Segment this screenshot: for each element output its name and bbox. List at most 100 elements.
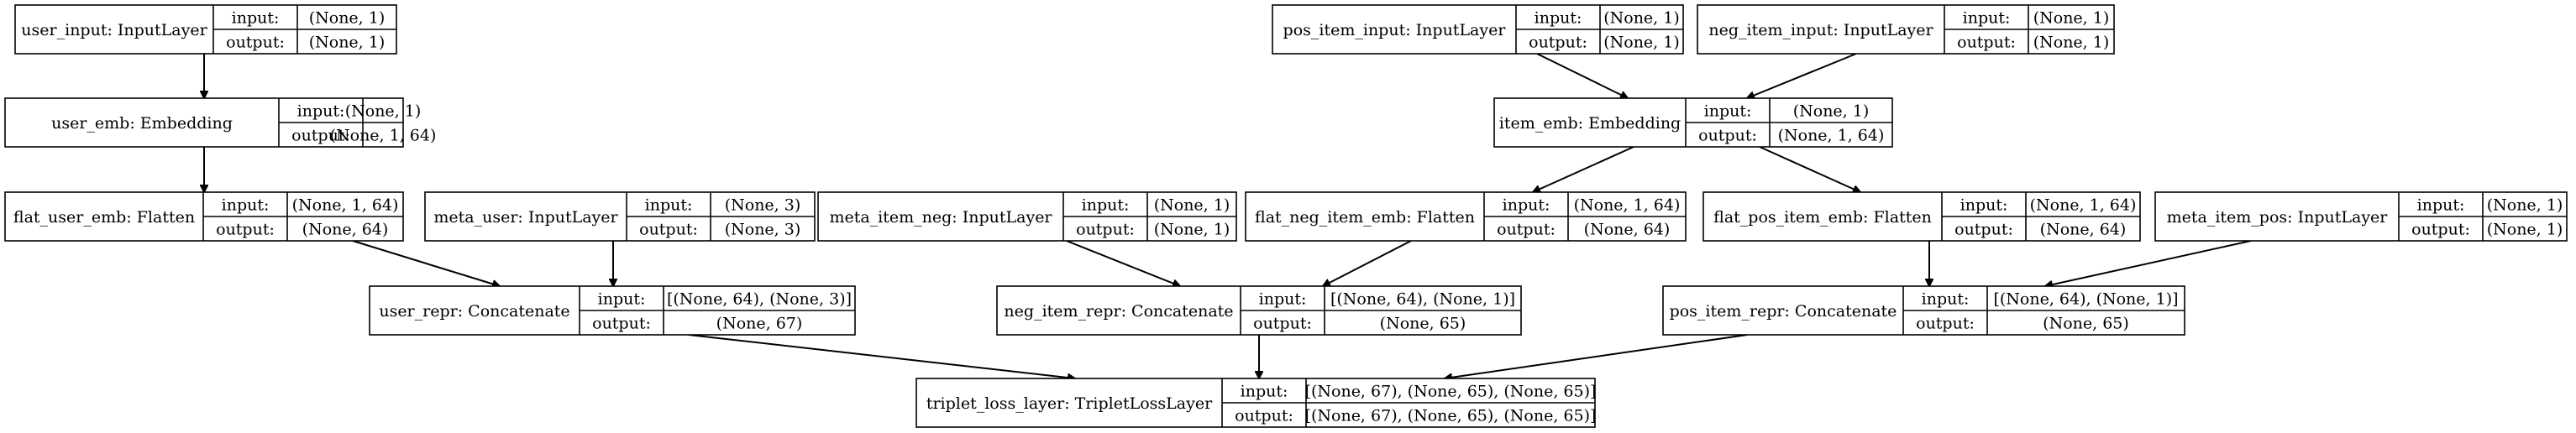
port-output-label: output: [2411, 221, 2470, 239]
port-input-label: input: [1503, 196, 1550, 215]
layer-node-user-input: user_input: InputLayer input: output: (None… [14, 4, 397, 55]
node-label: neg_item_repr: Concatenate [1004, 302, 1233, 321]
node-label: item_emb: Embedding [1499, 114, 1681, 133]
input-shape-value: (None, 1, 64) [2030, 196, 2137, 215]
port-output-label: output: [1529, 34, 1587, 52]
input-shape-value: (None, 1, 64) [1574, 196, 1681, 215]
output-shape-value: (None, 3) [725, 221, 801, 239]
output-shape-value: (None, 1) [2487, 221, 2563, 239]
port-output-label: output: [1916, 315, 1975, 333]
layer-node-triplet-loss-layer: triplet_loss_layer: TripletLossLayer inpu… [916, 378, 1597, 428]
edge-flat-neg-item-emb-to-neg-item-repr [1323, 240, 1412, 286]
node-label: flat_neg_item_emb: Flatten [1255, 208, 1475, 227]
port-input-label: input: [645, 196, 693, 215]
port-output-label: output: [1253, 315, 1312, 333]
port-output-label: output: [216, 221, 275, 239]
edge-user-repr-to-triplet-loss-layer [688, 334, 1075, 378]
output-shape-value: (None, 1) [1603, 34, 1680, 52]
input-shape-value: [(None, 64), (None, 3)] [667, 290, 852, 309]
port-input-label: input: [1082, 196, 1130, 215]
node-label: meta_item_neg: InputLayer [829, 208, 1052, 227]
output-shape-value: (None, 1) [2033, 34, 2110, 52]
layer-node-flat-user-emb: flat_user_emb: Flatten input: output: (None… [4, 191, 404, 242]
port-input-label: input: [1535, 9, 1582, 28]
port-input-label: input: [598, 290, 646, 309]
input-shape-value: (None, 1) [1793, 102, 1870, 121]
layer-node-pos-item-repr: pos_item_repr: Concatenate input: output: [… [1662, 285, 2185, 336]
input-shape-value: (None, 3) [725, 196, 801, 215]
output-shape-value: (None, 65) [1380, 315, 1466, 333]
layer-node-flat-pos-item-emb: flat_pos_item_emb: Flatten input: output: (… [1702, 191, 2141, 242]
layer-node-user-repr: user_repr: Concatenate input: output: [(Non… [369, 285, 856, 336]
output-shape-value: (None, 64) [302, 221, 389, 239]
port-input-label: input: [1963, 9, 2011, 28]
input-shape-value: (None, 1) [1603, 9, 1680, 28]
input-shape-value: [(None, 64), (None, 1)] [1330, 290, 1515, 309]
edge-pos-item-input-to-item-emb [1536, 53, 1628, 98]
layer-node-neg-item-repr: neg_item_repr: Concatenate input: output: [… [996, 285, 1522, 336]
port-output-label: output: [1698, 127, 1757, 145]
port-output-label: output: [1235, 407, 1293, 425]
output-shape-value: (None, 67) [716, 315, 803, 333]
layer-node-meta-item-neg: meta_item_neg: InputLayer input: output: (N… [817, 191, 1237, 242]
edge-neg-item-input-to-item-emb [1747, 53, 1857, 98]
node-label: pos_item_repr: Concatenate [1670, 302, 1897, 321]
port-input-label: input: [1259, 290, 1307, 309]
node-label: pos_item_input: InputLayer [1283, 21, 1507, 39]
edge-item-emb-to-flat-pos-item-emb [1759, 146, 1860, 192]
edge-pos-item-repr-to-triplet-loss-layer [1445, 334, 1748, 378]
layer-node-meta-user: meta_user: InputLayer input: output: (None,… [424, 191, 816, 242]
port-output-label: output: [592, 315, 651, 333]
input-shape-value: (None, 1) [2033, 9, 2110, 28]
port-output-label: output: [1954, 221, 2013, 239]
node-label: user_input: InputLayer [21, 21, 207, 39]
node-label: neg_item_input: InputLayer [1708, 21, 1933, 39]
output-shape-value: (None, 1, 64) [1778, 127, 1885, 145]
node-label: flat_pos_item_emb: Flatten [1713, 208, 1932, 227]
port-output-label: output: [639, 221, 698, 239]
layer-node-neg-item-input: neg_item_input: InputLayer input: output: (… [1697, 4, 2115, 55]
output-shape-value: (None, 65) [2043, 315, 2129, 333]
input-shape-value: (None, 1, 64) [292, 196, 399, 215]
input-shape-value: [(None, 67), (None, 65), (None, 65)] [1305, 383, 1597, 401]
node-label: flat_user_emb: Flatten [13, 208, 195, 227]
node-label: triplet_loss_layer: TripletLossLayer [926, 394, 1213, 413]
port-output-label: output: [1957, 34, 2016, 52]
layer-node-meta-item-pos: meta_item_pos: InputLayer input: output: (N… [2154, 191, 2568, 242]
input-shape-value: (None, 1) [345, 102, 422, 121]
port-input-label: input: [222, 196, 270, 215]
node-label: user_emb: Embedding [51, 114, 233, 133]
edge-flat-user-emb-to-user-repr [352, 240, 500, 286]
port-input-label: input: [1960, 196, 2008, 215]
node-label: meta_item_pos: InputLayer [2167, 208, 2389, 227]
layer-node-flat-neg-item-emb: flat_neg_item_emb: Flatten input: output: (… [1245, 191, 1687, 242]
output-shape-value: [(None, 67), (None, 65), (None, 65)] [1305, 407, 1597, 425]
port-input-label: input: [1241, 383, 1288, 401]
port-output-label: output: [1076, 221, 1135, 239]
layer-node-pos-item-input: pos_item_input: InputLayer input: output: (… [1272, 4, 1684, 55]
edge-meta-item-neg-to-neg-item-repr [1066, 240, 1180, 286]
port-output-label: output: [291, 127, 350, 145]
nodes-layer: user_input: InputLayerinput:output:(None… [4, 4, 2568, 428]
output-shape-value: (None, 64) [2040, 221, 2127, 239]
port-input-label: input: [2417, 196, 2465, 215]
port-input-label: input: [297, 102, 345, 121]
port-input-label: input: [1922, 290, 1970, 309]
edges-layer [204, 53, 2252, 378]
output-shape-value: (None, 1, 64) [330, 127, 437, 145]
port-input-label: input: [232, 9, 280, 28]
output-shape-value: (None, 64) [1584, 221, 1671, 239]
edge-item-emb-to-flat-neg-item-emb [1533, 146, 1634, 192]
output-shape-value: (None, 1) [1154, 221, 1230, 239]
node-label: meta_user: InputLayer [433, 208, 618, 227]
input-shape-value: [(None, 64), (None, 1)] [1993, 290, 2178, 309]
input-shape-value: (None, 1) [309, 9, 386, 28]
edge-meta-item-pos-to-pos-item-repr [2045, 240, 2252, 286]
port-output-label: output: [226, 34, 285, 52]
port-output-label: output: [1497, 221, 1556, 239]
input-shape-value: (None, 1) [1154, 196, 1230, 215]
output-shape-value: (None, 1) [309, 34, 386, 52]
node-label: user_repr: Concatenate [379, 302, 569, 321]
